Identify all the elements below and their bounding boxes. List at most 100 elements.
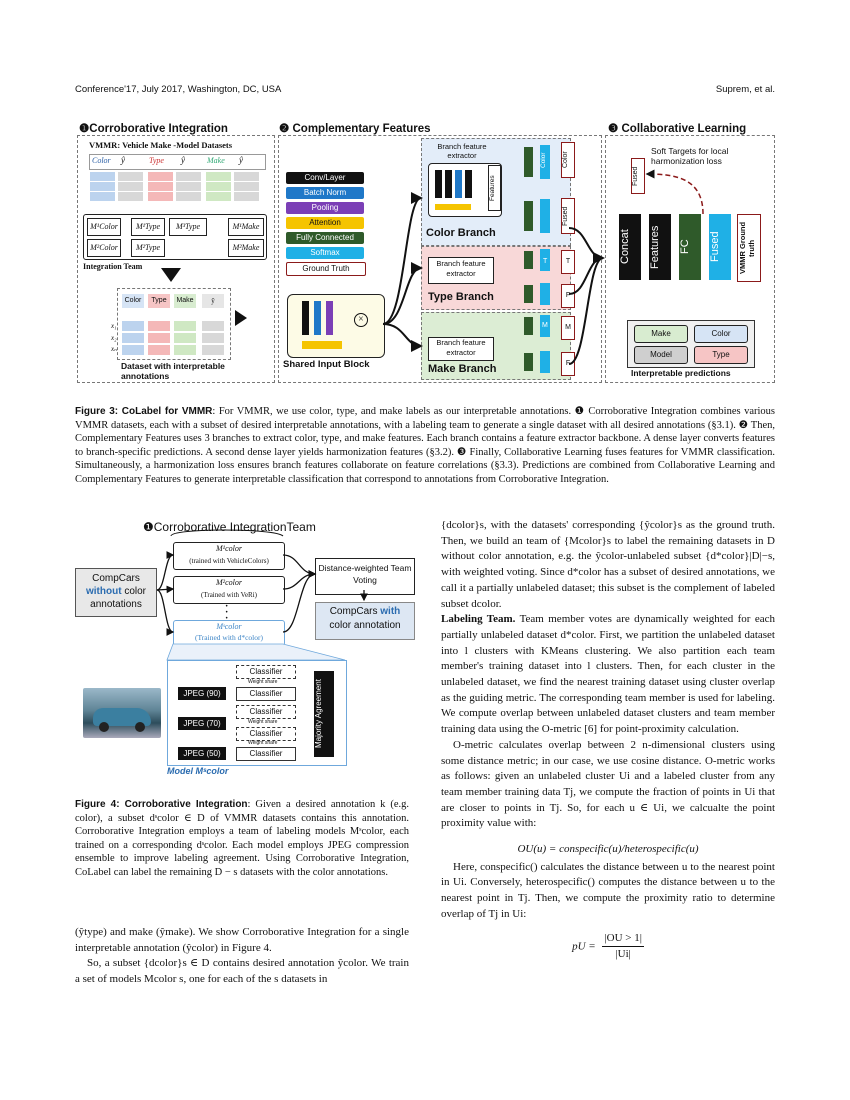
section-corroborative-integration-title: ❶Corroborative Integration [79,123,228,135]
col-color-header: Color [92,156,111,165]
legend-conv-layer: Conv/Layer [286,172,364,184]
model-m1-make: M¹Make [228,218,264,236]
left-paragraph-1: (ŷtype) and make (ŷmake). We show Corrob… [75,926,409,954]
type-softmax-tag: T [543,258,548,265]
left-paragraph-2: So, a subset {dcolor}s ∈ D contains desi… [75,957,409,986]
cl-fused-block: Fused [709,214,731,280]
figure-4: ❶Corroborative IntegrationTeam CompCars … [75,520,417,782]
legend-ground-truth: Ground Truth [286,262,366,276]
right-paragraph-1: {dcolor}s, with the datasets' correspond… [441,519,775,610]
running-header-right: Suprem, et al. [715,84,775,95]
interpretable-dataset-box: Color Type Make ŷ [117,288,231,360]
model-m2-make: M²Make [228,239,264,257]
ellipsis-dots: ··· [225,601,229,624]
cl-fc-block: FC [679,214,701,280]
section-complementary-features-title: ❷ Complementary Features [279,123,431,135]
type-branch-label: Type Branch [428,291,494,303]
cl-vmmr-gt: VMMR Ground truth [737,214,761,282]
figure-3-arrows [382,169,704,365]
legend-softmax: Softmax [286,247,364,259]
make-fused-tag: F [561,352,575,376]
vmmr-datasets-table: Color ŷ Type ŷ Make ŷ [89,154,266,204]
type-branch: Branch feature extractor Type Branch [421,246,571,310]
majority-agreement-block: Majority Agreement [314,671,334,757]
col-make-header: Make [207,156,225,165]
right-column-text: {dcolor}s, with the datasets' correspond… [441,518,775,963]
shared-input-block: × [287,294,385,358]
legend-fully-connected: Fully Connected [286,232,364,244]
section-3-box [605,135,775,383]
model-m3-type: M³Type [169,218,207,236]
classifier-5: Classifier [236,747,296,761]
weight-share-1: Weight share [248,679,278,685]
ds-col-yhat: ŷ [202,294,224,308]
model-ms-detail-box: JPEG (90) JPEG (70) JPEG (50) Classifier… [167,660,347,766]
col-type-header: Type [149,156,164,165]
section-collaborative-learning-title: ❸ Collaborative Learning [608,123,747,135]
car-image [83,688,161,738]
soft-targets-label: Soft Targets for local harmonization los… [651,146,729,166]
col-yhat-3: ŷ [239,155,243,165]
jpeg-70: JPEG (70) [178,717,226,730]
pred-make: Make [634,325,688,343]
figure-3-caption: Figure 3: CoLabel for VMMR: For VMMR, we… [75,406,775,485]
col-yhat-2: ŷ [181,155,185,165]
jpeg-90: JPEG (90) [178,687,226,700]
vmmr-datasets-title: VMMR: Vehicle Make -Model Datasets [89,140,233,150]
cl-features-block: Features [649,214,671,280]
interpretable-predictions-box: Make Color Model Type [627,320,755,368]
classifier-3: Classifier [236,705,296,719]
figure-4-arrows [156,529,368,661]
compcars-with-box: CompCars with color annotation [315,602,415,640]
jpeg-50: JPEG (50) [178,747,226,760]
figure-4-caption: Figure 4: Corroborative Integration: Giv… [75,799,409,878]
equation-1: OU(u) = conspecific(u)/heterospecific(u) [517,843,699,856]
model-m1-color: M¹Color [87,218,121,236]
section-1-box [77,135,275,383]
make-softmax-tag: M [542,322,548,329]
equation-2: pU = |OU > 1| |Ui| [572,931,644,961]
ds-col-type: Type [148,294,170,308]
model-m2-color: M²Color [87,239,121,257]
down-arrow-icon [161,268,181,282]
weight-share-2: Weight share [248,719,278,725]
running-header-left: Conference'17, July 2017, Washington, DC… [75,84,282,95]
legend-pooling: Pooling [286,202,364,214]
col-yhat-1: ŷ [121,155,125,165]
pred-type: Type [694,346,748,364]
make-branch: Branch feature extractor Make Branch [421,312,571,380]
type-fused-tag: F [561,284,575,308]
figure-3: ❶Corroborative Integration ❷ Complementa… [75,118,775,388]
color-branch-label: Color Branch [426,227,496,239]
classifier-1: Classifier [236,665,296,679]
right-arrow-icon [235,310,247,326]
shared-input-block-label: Shared Input Block [283,359,370,370]
type-gt-tag: T [561,250,575,274]
classifier-2: Classifier [236,687,296,701]
compcars-without-box: CompCars without color annotations [75,568,157,617]
ds-col-make: Make [174,294,196,308]
interpretable-predictions-label: Interpretable predictions [631,368,731,378]
integration-team-label: Integration Team [83,262,143,271]
right-paragraph-3: O-metric calculates overlap between 2 n-… [441,738,775,830]
make-gt-tag: M [561,316,575,340]
cl-concat-block: Concat [619,214,641,280]
make-bfe: Branch feature extractor [428,337,494,361]
classifier-4: Classifier [236,727,296,741]
pred-color: Color [694,325,748,343]
legend-attention: Attention [286,217,364,229]
ds-col-color: Color [122,294,144,308]
figure-4-title: ❶Corroborative IntegrationTeam [143,520,316,534]
color-branch: Branch feature extractor Features Color … [421,138,571,246]
weight-share-3: Weight share [248,740,278,746]
integration-team-box: M¹Color M¹Type M³Type M¹Make M²Color M²T… [83,214,267,260]
model-ms-color-label: Model Mˢcolor [167,766,229,776]
model-m1-type: M¹Type [131,218,165,236]
cl-fused-tag: Fused [631,158,645,194]
color-bfe-label: Branch feature extractor [437,142,487,160]
make-branch-label: Make Branch [428,363,497,375]
left-column-text: (ŷtype) and make (ŷmake). We show Corrob… [75,925,409,988]
right-paragraph-4: Here, conspecific() calculates the dista… [441,860,775,920]
model-m2-type: M²Type [131,239,165,257]
